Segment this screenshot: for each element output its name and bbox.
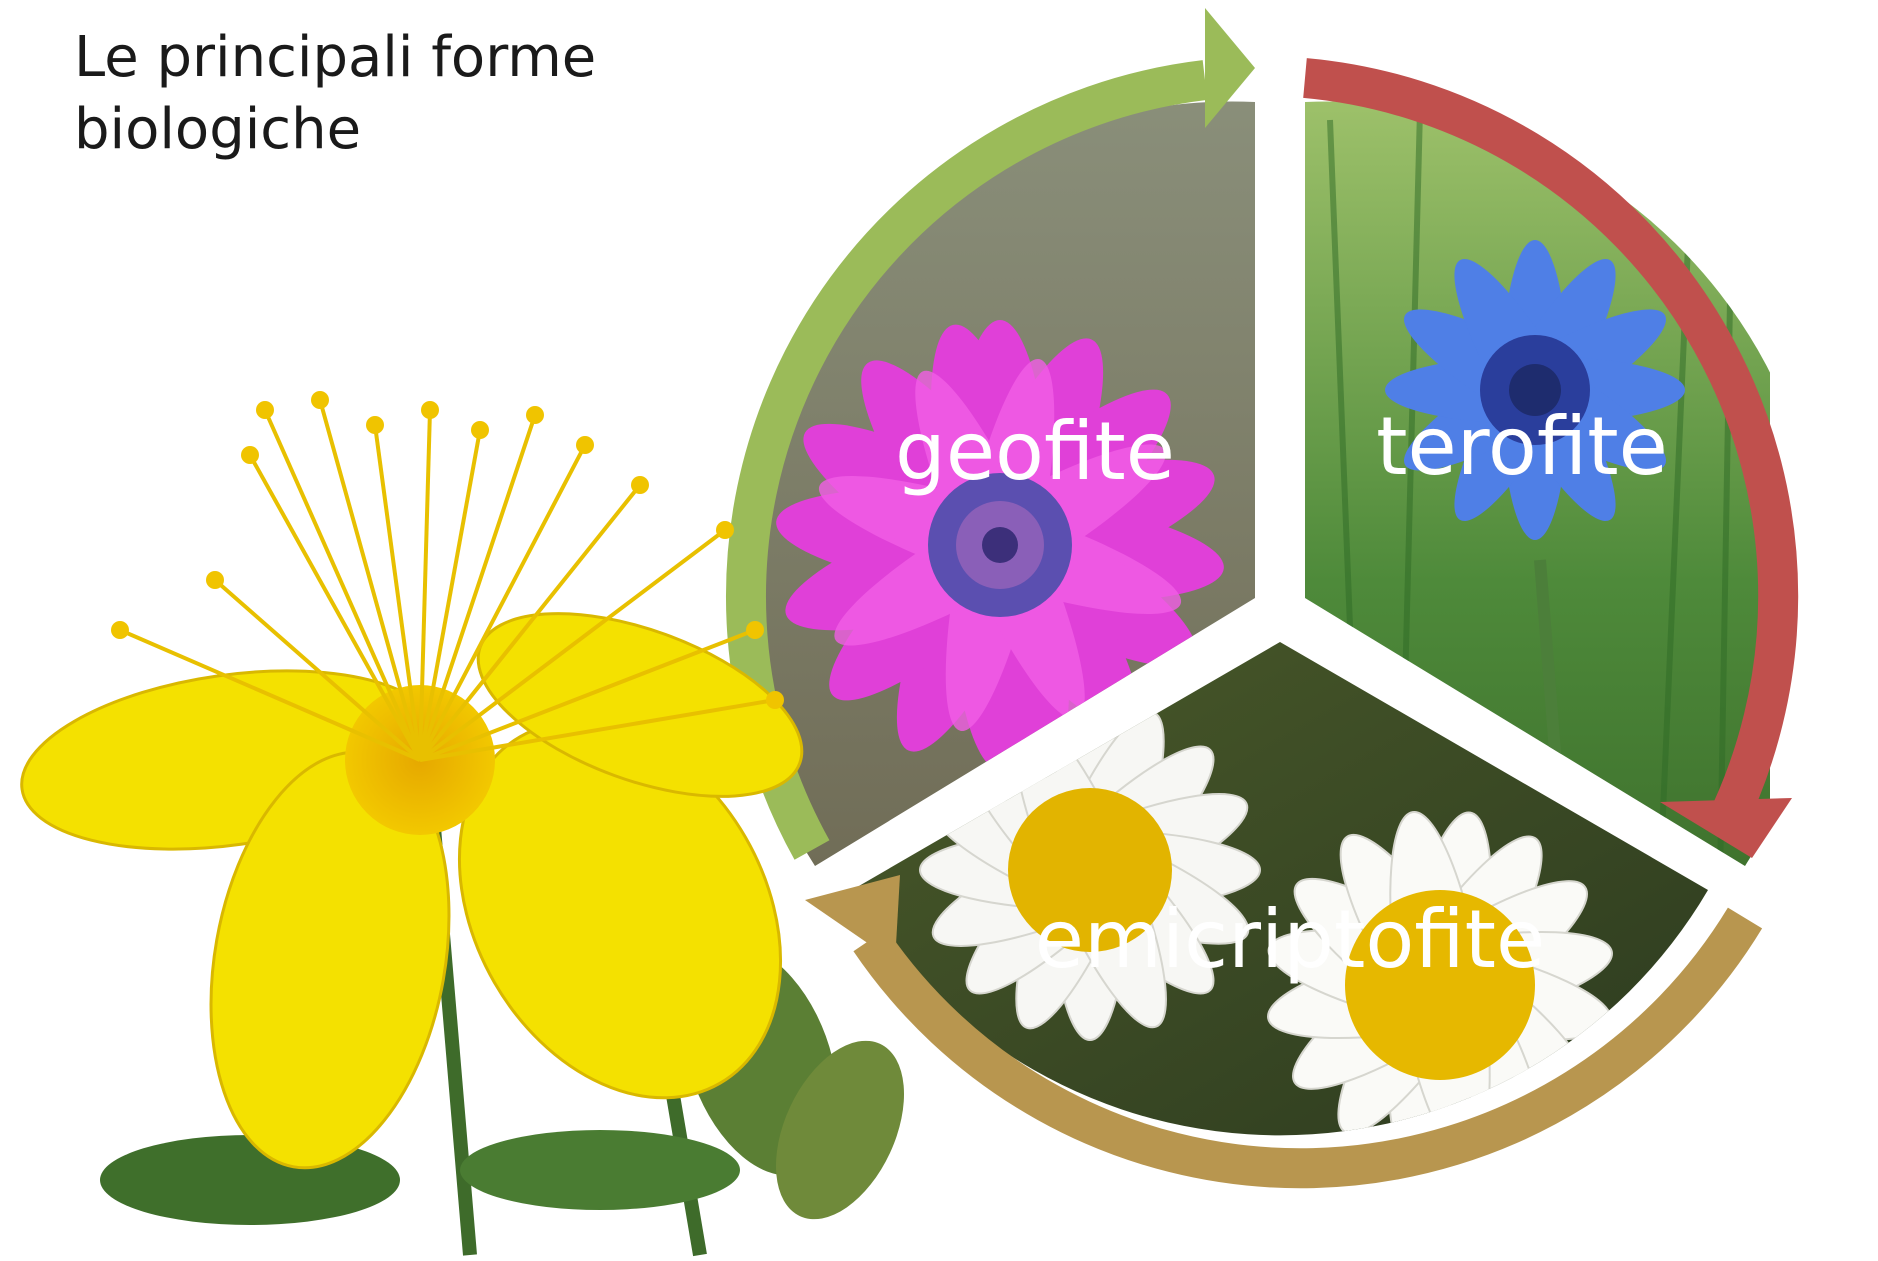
page-title: Le principali forme biologiche — [74, 22, 694, 166]
segment-label-geofite: geofite — [895, 405, 1175, 498]
segment-label-terofite: terofite — [1376, 400, 1668, 493]
segment-label-emicriptofite: emicriptofite — [1035, 893, 1546, 986]
